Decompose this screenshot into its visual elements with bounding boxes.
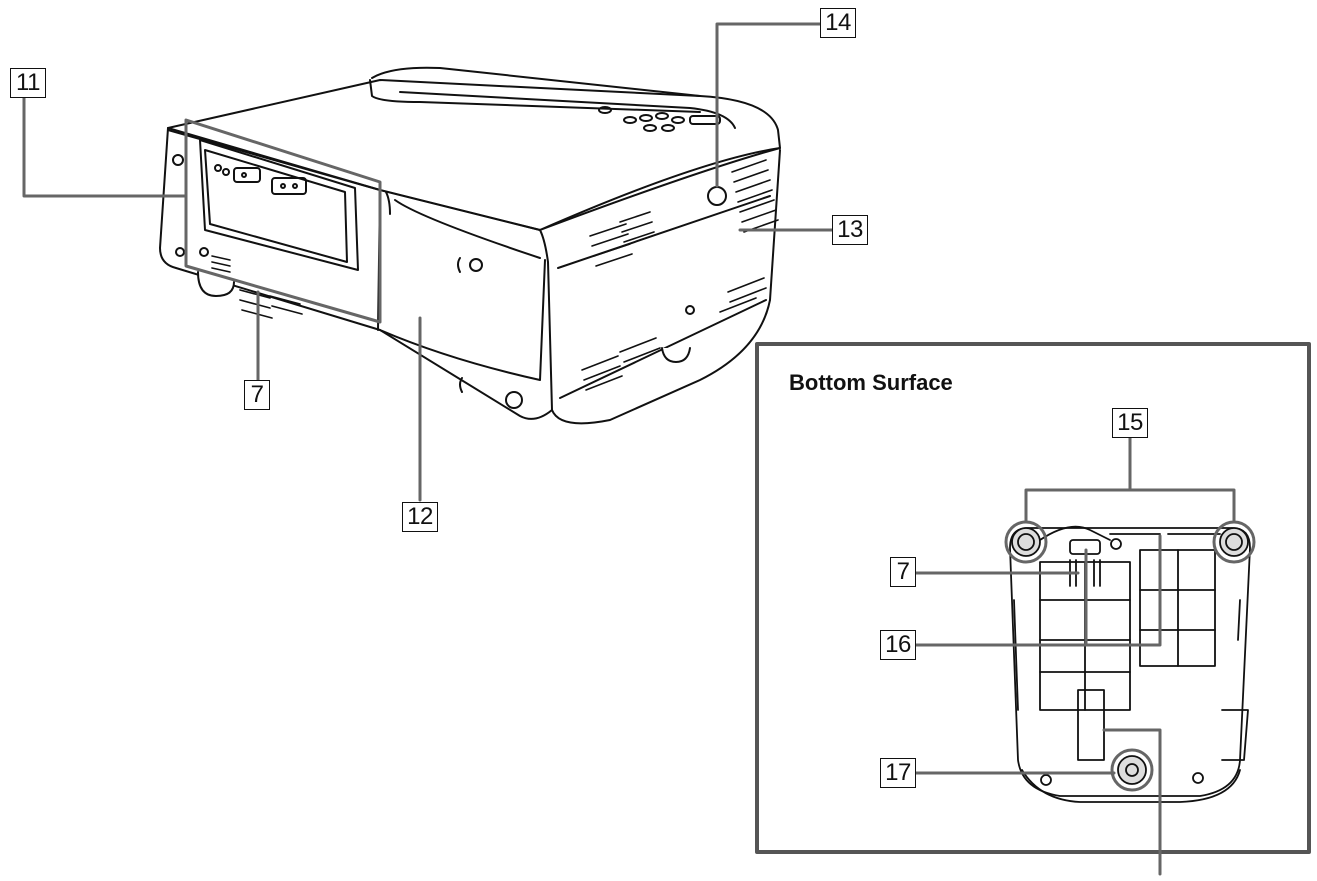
leader-lines-main xyxy=(22,22,834,502)
callout-12: 12 xyxy=(402,502,438,532)
inset-frame xyxy=(755,342,1311,854)
callout-11: 11 xyxy=(10,68,46,98)
vents-main xyxy=(211,159,779,391)
callout-7: 7 xyxy=(244,380,270,410)
callout-7-bottom: 7 xyxy=(890,557,916,587)
callout-16: 16 xyxy=(880,630,916,660)
callout-17: 17 xyxy=(880,758,916,788)
callout-15: 15 xyxy=(1112,408,1148,438)
inset-title: Bottom Surface xyxy=(789,370,953,395)
leader-lines-inset xyxy=(914,428,1256,876)
bottom-surface-drawing xyxy=(1009,525,1251,803)
projector-body xyxy=(159,66,781,425)
callout-14: 14 xyxy=(820,8,856,38)
callout-13: 13 xyxy=(832,215,868,245)
